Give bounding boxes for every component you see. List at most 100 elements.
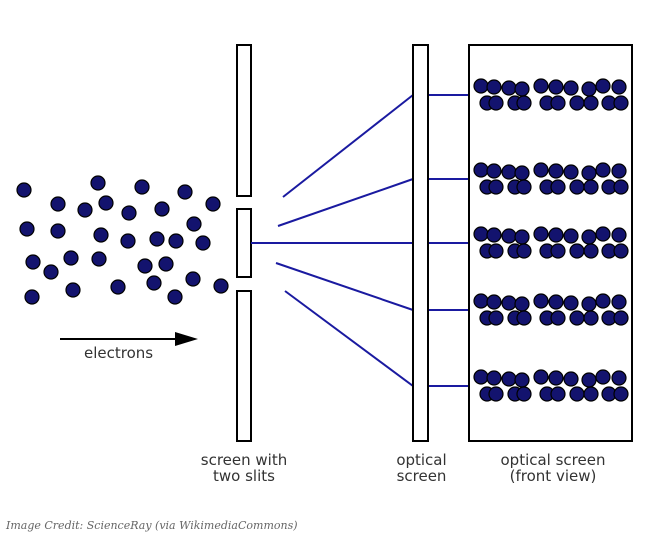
band-electron [516, 179, 532, 195]
band-electron [548, 163, 564, 179]
band-electron [533, 226, 549, 242]
ray [277, 178, 414, 227]
band-electron [516, 386, 532, 402]
band-electron [583, 386, 599, 402]
electron [63, 250, 79, 266]
band-electron [581, 81, 597, 97]
slit-screen-top-segment [236, 44, 252, 197]
band-electron [533, 162, 549, 178]
band-electron [501, 164, 517, 180]
optical-screen-side [412, 44, 429, 442]
band-electron [581, 229, 597, 245]
band-electron [486, 79, 502, 95]
band-electron [595, 369, 611, 385]
band-electron [595, 293, 611, 309]
band-electron [563, 228, 579, 244]
band-electron [550, 310, 566, 326]
electron [19, 221, 35, 237]
electron [177, 184, 193, 200]
electron [98, 195, 114, 211]
band-electron [501, 295, 517, 311]
band-electron [583, 310, 599, 326]
band-electron [501, 80, 517, 96]
band-electron [563, 80, 579, 96]
slit-screen-label: screen with two slits [200, 451, 288, 485]
band-electron [488, 243, 504, 259]
band-electron [514, 165, 530, 181]
band-electron [550, 95, 566, 111]
band-electron [563, 371, 579, 387]
electron [43, 264, 59, 280]
band-electron [569, 386, 585, 402]
band-electron [613, 386, 629, 402]
band-electron [548, 370, 564, 386]
incoming-electrons [16, 175, 229, 305]
electron [24, 289, 40, 305]
band-electron [486, 227, 502, 243]
band-electron [611, 79, 627, 95]
band-electron [514, 296, 530, 312]
band-electron [486, 294, 502, 310]
electron [16, 182, 32, 198]
ray [275, 262, 414, 311]
electron [110, 279, 126, 295]
band-electron [611, 370, 627, 386]
band-electron [548, 294, 564, 310]
band-electron [488, 386, 504, 402]
band-electron [501, 371, 517, 387]
band-electron [516, 310, 532, 326]
electron [195, 235, 211, 251]
electrons-label: electrons [84, 344, 154, 362]
slit-screen-bottom-segment [236, 290, 252, 442]
electron [25, 254, 41, 270]
band-electron [550, 386, 566, 402]
band-electron [473, 162, 489, 178]
band-electron [581, 165, 597, 181]
electron [154, 201, 170, 217]
electron [168, 233, 184, 249]
band-electron [583, 179, 599, 195]
band-electron [581, 372, 597, 388]
band-electron [488, 179, 504, 195]
electron [120, 233, 136, 249]
ray [282, 94, 414, 198]
electron [137, 258, 153, 274]
electron [77, 202, 93, 218]
band-electron [583, 243, 599, 259]
band-electron [488, 310, 504, 326]
image-credit: Image Credit: ScienceRay (via WikimediaC… [6, 519, 298, 532]
electron [149, 231, 165, 247]
electron [146, 275, 162, 291]
band-electron [533, 369, 549, 385]
band-electron [563, 164, 579, 180]
band-electron [516, 95, 532, 111]
band-electron [595, 78, 611, 94]
band-electron [486, 163, 502, 179]
band-electron [613, 179, 629, 195]
band-electron [533, 293, 549, 309]
band-electron [563, 295, 579, 311]
band-electron [473, 226, 489, 242]
band-electron [473, 293, 489, 309]
interference-bands [473, 78, 629, 402]
band-electron [501, 228, 517, 244]
band-electron [581, 296, 597, 312]
electron-arrow [60, 332, 198, 346]
slit-screen-middle-segment [236, 208, 252, 278]
band-electron [550, 243, 566, 259]
optical-screen-label: optical screen [396, 451, 447, 485]
electron [213, 278, 229, 294]
band-electron [548, 79, 564, 95]
electron [121, 205, 137, 221]
electron [50, 223, 66, 239]
band-electron [613, 95, 629, 111]
band-electron [611, 227, 627, 243]
electron [50, 196, 66, 212]
band-electron [611, 163, 627, 179]
electron [186, 216, 202, 232]
band-electron [595, 226, 611, 242]
band-electron [516, 243, 532, 259]
band-electron [611, 294, 627, 310]
electron [134, 179, 150, 195]
